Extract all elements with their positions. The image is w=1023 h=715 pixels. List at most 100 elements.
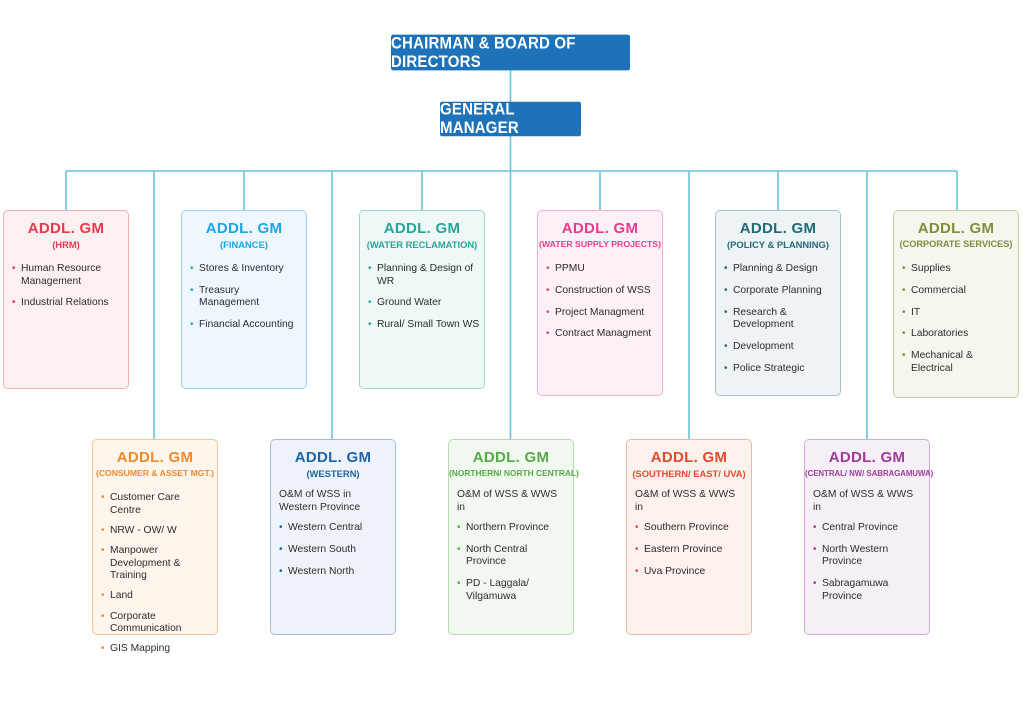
card-subtitle: (WATER RECLAMATION)	[366, 239, 478, 250]
bullet-dot-icon: •	[635, 543, 639, 555]
bullet-dot-icon: •	[546, 284, 550, 296]
list-item-label: Manpower Development & Training	[110, 545, 181, 582]
bullet-dot-icon: •	[635, 522, 639, 533]
list-item-label: Planning & Design	[733, 263, 818, 274]
bullet-dot-icon: •	[546, 306, 550, 318]
bullet-dot-icon: •	[813, 522, 817, 533]
list-item: •Treasury Management	[190, 285, 302, 310]
card-item-list: • Planning & Design • Corporate Planning • Re…	[716, 251, 840, 375]
list-item: • Laboratories	[902, 328, 1014, 341]
card-water-supply-projects: ADDL. GM(WATER SUPPLY PROJECTS)•PPMU•Con…	[537, 210, 663, 396]
card-subtitle: (SOUTHERN/ EAST/ UVA)	[632, 468, 746, 479]
bullet-dot-icon: •	[457, 578, 461, 590]
bullet-dot-icon: •	[813, 543, 817, 555]
card-policy-planning: ADDL. GM(POLICY & PLANNING)•Planning & D…	[715, 210, 841, 396]
bullet-dot-icon: •	[101, 545, 105, 557]
bullet-dot-icon: •	[190, 263, 194, 274]
list-item-label: GIS Mapping	[110, 643, 171, 655]
list-item-label: Laboratories	[911, 328, 969, 340]
list-item-label: PD - Laggala/ Vilgamuwa	[466, 578, 529, 602]
card-intro: O&M of WSS in Western Province	[279, 489, 361, 513]
bullet-dot-icon: •	[724, 263, 728, 274]
list-item: •Uva Province	[635, 566, 747, 579]
list-item: •Human Resource Management	[12, 263, 124, 288]
list-item-label: Western North	[288, 565, 355, 577]
bullet-dot-icon: •	[724, 284, 728, 296]
list-item-label: North Western Province	[822, 543, 889, 568]
card-subtitle: (NORTHERN/ NORTH CENTRAL)	[449, 468, 579, 478]
list-item: •Project Managment	[546, 307, 658, 320]
card-title: ADDL. GM	[294, 449, 372, 466]
bullet-dot-icon: •	[12, 297, 16, 309]
list-item-label: Customer Care Centre	[110, 492, 180, 516]
connector-group	[65, 69, 958, 439]
card-intro: O&M of WSS & WWS in	[635, 489, 736, 513]
list-item: •Western South	[279, 544, 391, 557]
list-item-label: Western South	[288, 543, 356, 555]
list-item: •Commercial	[902, 285, 1014, 298]
list-item-label: PPMU	[555, 263, 585, 274]
list-item: • Contract Managment	[546, 328, 658, 341]
list-item: •PPMU	[546, 263, 658, 276]
list-item: • Planning & Design	[724, 263, 836, 276]
card-title: ADDL. GM	[917, 220, 995, 237]
card-water-reclamation: ADDL. GM (WATER RECLAMATION) •Planning & D…	[359, 210, 485, 389]
list-item: •Planning & Design of WR	[368, 263, 480, 288]
list-item-label: Contract Managment	[555, 328, 652, 340]
card-intro: O&M of WSS & WWS in	[457, 489, 558, 513]
list-item-label: Sabragamuwa Province	[822, 578, 889, 602]
general-manager-label: GENERAL MANAGER	[440, 100, 519, 138]
chairman-board-label: CHAIRMAN & BOARD OF DIRECTORS	[391, 34, 576, 71]
card-title: ADDL. GM	[205, 220, 283, 237]
list-item-label: Construction of WSS	[555, 284, 651, 296]
bullet-dot-icon: •	[279, 565, 283, 577]
card-item-list: •Stores & Inventory•Treasury Management•…	[182, 251, 306, 332]
list-item-label: Corporate Planning	[733, 284, 822, 296]
list-item-label: Corporate Communication	[110, 610, 182, 635]
list-item-label: Commercial	[911, 284, 966, 296]
list-item-label: NRW - OW/ W	[110, 524, 177, 536]
card-item-list: •Planning & Design of WR•Ground Water•Ru…	[360, 251, 484, 332]
list-item-label: Southern Province	[644, 522, 729, 533]
list-item-label: Development	[733, 340, 794, 352]
bullet-dot-icon: •	[101, 524, 105, 536]
bullet-dot-icon: •	[546, 328, 550, 340]
card-consumer-asset: ADDL. GM(CONSUMER & ASSET MGT.)•Customer…	[92, 439, 218, 654]
bullet-dot-icon: •	[724, 306, 728, 318]
bullet-dot-icon: •	[457, 522, 461, 533]
bullet-dot-icon: •	[902, 306, 906, 318]
card-item-list: •Human Resource Management •Industrial Re…	[4, 251, 128, 310]
bullet-dot-icon: •	[902, 328, 906, 340]
card-subtitle: (POLICY & PLANNING)	[727, 239, 829, 250]
card-hrm: ADDL. GM(HRM)•Human Resource Management•…	[3, 210, 129, 389]
card-title: ADDL. GM	[27, 220, 105, 237]
card-subtitle: (CENTRAL/ NW/ SABRAGAMUWA)	[805, 469, 934, 478]
list-item: • North Western Province	[813, 544, 925, 569]
card-title: ADDL. GM	[383, 220, 461, 237]
list-item: • PD - Laggala/ Vilgamuwa	[457, 578, 569, 603]
list-item-label: IT	[911, 306, 921, 318]
list-item: •Stores & Inventory	[190, 263, 302, 276]
general-manager-box: GENERAL MANAGER	[440, 100, 581, 138]
list-item: •Industrial Relations	[12, 297, 124, 310]
list-item-label: Rural/ Small Town WS	[377, 319, 480, 331]
list-item-label: Western Central	[288, 522, 363, 533]
card-central-nw-sabragamuwa: ADDL. GM(CENTRAL/ NW/ SABRAGAMUWA)O&M of…	[804, 439, 934, 635]
card-subtitle: (CORPORATE SERVICES)	[899, 239, 1013, 249]
list-item: • Rural/ Small Town WS	[368, 319, 480, 332]
card-title: ADDL. GM	[828, 449, 906, 466]
list-item: •Development	[724, 341, 836, 354]
card-item-list: •Northern Province•North Central Provinc…	[449, 514, 573, 603]
bullet-dot-icon: •	[635, 565, 639, 577]
list-item-label: Research & Development	[733, 306, 794, 331]
list-item: • Western North	[279, 566, 391, 579]
bullet-dot-icon: •	[368, 319, 372, 331]
list-item-label: Treasury Management	[199, 284, 260, 309]
bullet-dot-icon: •	[101, 590, 105, 602]
list-item: •Customer Care Centre	[101, 492, 213, 517]
list-item: • Southern Province	[635, 522, 747, 535]
card-item-list: •PPMU•Construction of WSS•Project Managm…	[538, 251, 662, 341]
bullet-dot-icon: •	[457, 543, 461, 555]
list-item-label: Supplies	[911, 263, 951, 274]
